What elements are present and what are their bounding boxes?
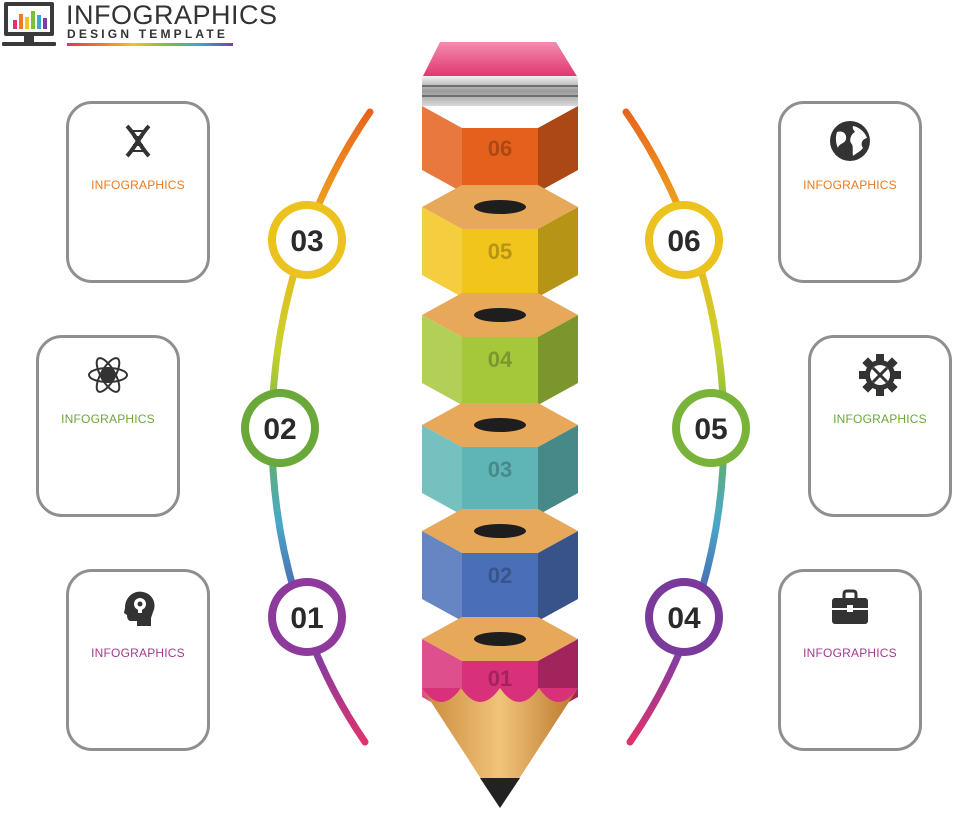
marker-center — [249, 397, 311, 459]
dna-icon — [125, 124, 151, 158]
segment-right-face — [538, 106, 578, 192]
step-marker-02: 02 — [241, 389, 319, 467]
marker-center — [653, 209, 715, 271]
header-subtitle: DESIGN TEMPLATE — [67, 27, 229, 41]
segment-number: 05 — [488, 239, 512, 264]
segment-hole — [474, 418, 526, 432]
card-right-top: INFOGRAPHICS — [778, 101, 922, 283]
segment-hole — [474, 200, 526, 214]
pencil-segments: 06 05 04 03 02 01 — [422, 106, 578, 719]
marker-number: 06 — [667, 225, 700, 258]
segment-number: 03 — [488, 457, 512, 482]
step-markers: 01 02 03 04 05 06 — [241, 201, 750, 656]
briefcase-icon — [832, 589, 868, 624]
segment-front-face — [462, 447, 538, 515]
card-label: INFOGRAPHICS — [61, 412, 155, 426]
segment-front-face — [462, 229, 538, 297]
segment-right-face — [538, 531, 578, 621]
marker-number: 03 — [290, 225, 323, 258]
marker-number: 05 — [694, 413, 727, 446]
pencil-segment-02: 02 — [422, 509, 578, 621]
segment-number: 01 — [488, 666, 512, 691]
segment-right-face — [538, 207, 578, 297]
card-label: INFOGRAPHICS — [91, 178, 185, 192]
card-left-middle: INFOGRAPHICS — [36, 335, 180, 517]
step-marker-04: 04 — [645, 578, 723, 656]
pencil-eraser — [422, 42, 578, 106]
marker-center — [276, 209, 338, 271]
step-marker-05: 05 — [672, 389, 750, 467]
segment-hole — [474, 524, 526, 538]
segment-left-face — [422, 425, 462, 515]
pencil-segment-04: 04 — [422, 293, 578, 405]
segment-hole — [474, 308, 526, 322]
segment-front-face — [462, 553, 538, 621]
card-right-middle: INFOGRAPHICS — [808, 335, 952, 517]
segment-number: 06 — [488, 136, 512, 161]
step-marker-03: 03 — [268, 201, 346, 279]
segment-front-face — [462, 337, 538, 405]
pencil-segment-05: 05 — [422, 185, 578, 297]
pencil-segment-06: 06 — [422, 106, 578, 192]
segment-left-face — [422, 531, 462, 621]
marker-number: 01 — [290, 602, 323, 635]
segment-left-face — [422, 315, 462, 405]
segment-front-face — [462, 128, 538, 192]
card-label: INFOGRAPHICS — [91, 646, 185, 660]
atom-icon — [88, 357, 128, 393]
card-right-bottom: INFOGRAPHICS — [778, 569, 922, 751]
marker-center — [653, 586, 715, 648]
segment-right-face — [538, 425, 578, 515]
pencil-tip — [422, 688, 578, 808]
header-color-bar — [67, 43, 233, 46]
segment-number: 04 — [488, 347, 513, 372]
card-left-bottom: INFOGRAPHICS — [66, 569, 210, 751]
step-marker-01: 01 — [268, 578, 346, 656]
card-left-top: INFOGRAPHICS — [66, 101, 210, 283]
head-lightbulb-icon — [124, 591, 155, 626]
card-label: INFOGRAPHICS — [833, 412, 927, 426]
card-label: INFOGRAPHICS — [803, 178, 897, 192]
gear-icon — [859, 354, 901, 396]
header-logo — [0, 0, 60, 50]
marker-center — [276, 586, 338, 648]
segment-number: 02 — [488, 563, 512, 588]
segment-left-face — [422, 106, 462, 192]
marker-number: 02 — [263, 413, 296, 446]
segment-right-face — [538, 315, 578, 405]
globe-icon — [830, 121, 870, 161]
step-marker-06: 06 — [645, 201, 723, 279]
header-title: INFOGRAPHICS — [66, 0, 278, 30]
segment-left-face — [422, 207, 462, 297]
segment-hole — [474, 632, 526, 646]
marker-center — [680, 397, 742, 459]
monitor-chart-icon — [2, 2, 56, 46]
pencil-segment-03: 03 — [422, 403, 578, 515]
marker-number: 04 — [667, 602, 701, 635]
card-label: INFOGRAPHICS — [803, 646, 897, 660]
